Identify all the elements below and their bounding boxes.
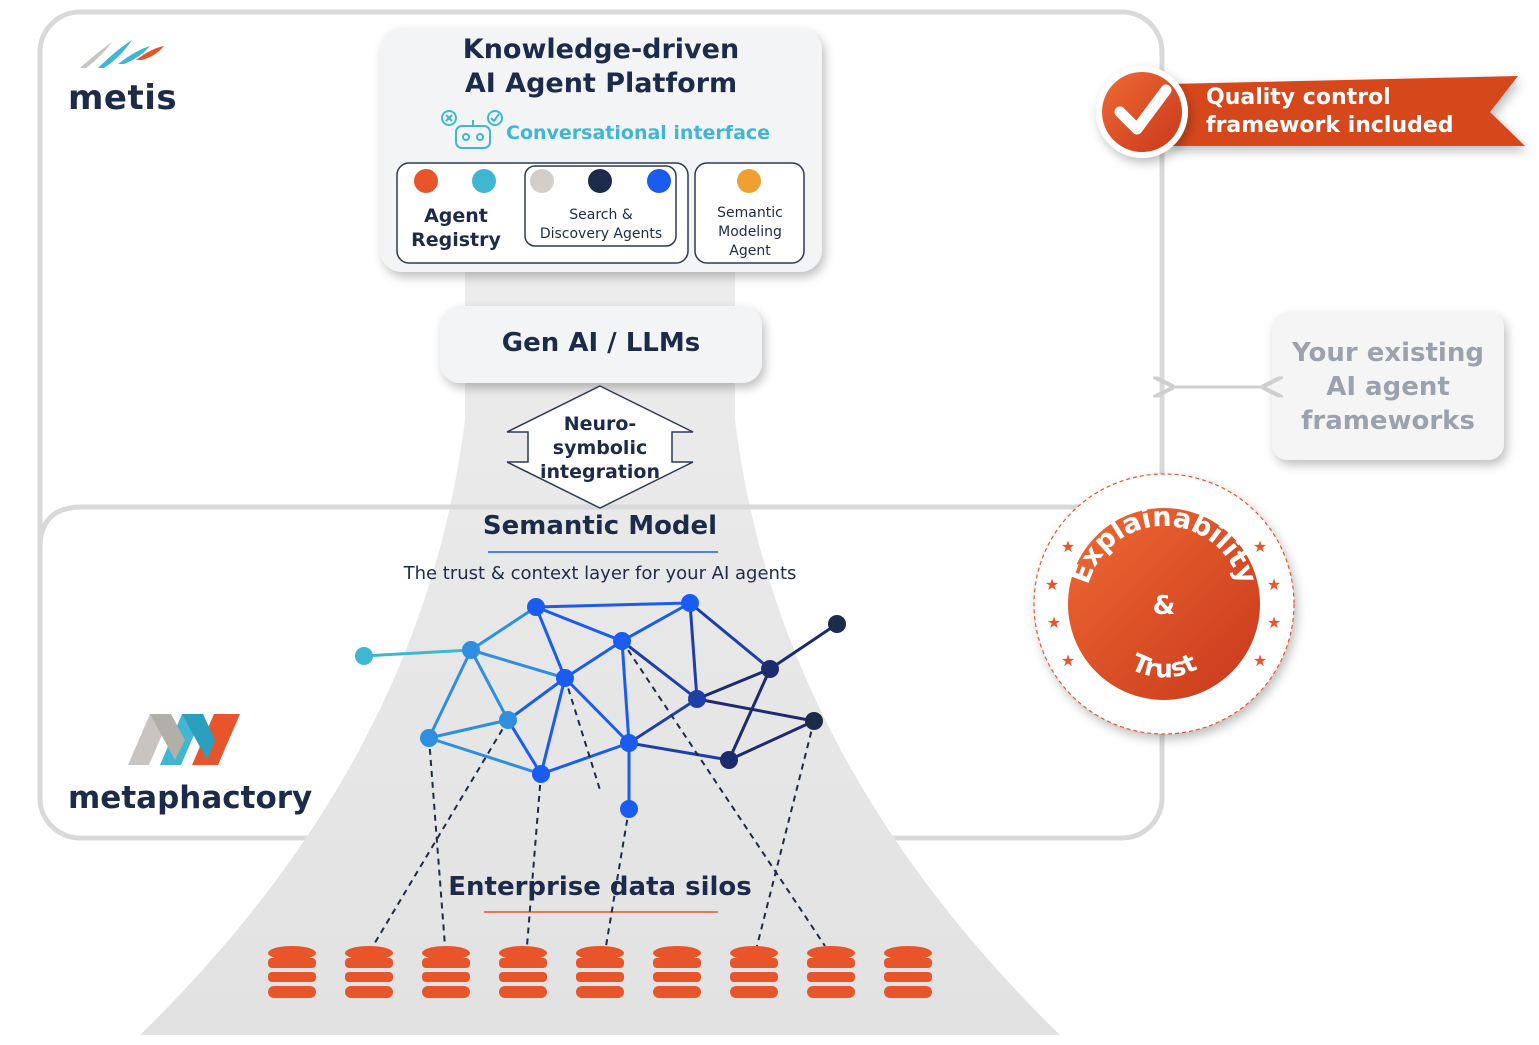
metis-brand: metis [68, 78, 178, 118]
dashed-links [372, 640, 826, 947]
semantic-line3: Agent [729, 243, 771, 259]
platform-title-line2: AI Agent Platform [464, 68, 738, 99]
svg-text:★: ★ [1253, 651, 1267, 670]
quality-ribbon [1096, 66, 1525, 158]
explainability-badge: ★ ★ ★ ★ ★ ★ ★ ★ [1033, 473, 1295, 735]
genai-label: Gen AI / LLMs [501, 328, 701, 358]
svg-text:★: ★ [1267, 613, 1281, 632]
search-line2: Discovery Agents [539, 226, 663, 242]
graph-nodes [355, 594, 846, 818]
existing-line2: AI agent [1326, 372, 1450, 402]
robot-icon [441, 110, 503, 149]
badge-top-text: Explainability [1065, 502, 1263, 588]
metaphactory-logo-icon [128, 714, 240, 765]
quality-line2: framework included [1206, 113, 1454, 138]
neuro-arrow [506, 385, 694, 509]
badge-middle-text: & [1153, 591, 1176, 621]
existing-line1: Your existing [1292, 338, 1484, 368]
existing-line3: frameworks [1301, 406, 1475, 436]
search-discovery-box [524, 165, 677, 247]
badge-bottom-text: Trust [1127, 648, 1200, 684]
genai-box [440, 306, 762, 383]
search-discovery-label: Search & Discovery Agents [527, 206, 675, 244]
svg-text:★: ★ [1047, 613, 1061, 632]
semantic-modeling-box [694, 162, 805, 264]
existing-frameworks-box [1272, 312, 1504, 460]
metaphactory-brand: metaphactory [68, 780, 313, 816]
svg-text:★: ★ [1267, 575, 1281, 594]
semantic-model-subtitle: The trust & context layer for your AI ag… [403, 563, 797, 584]
existing-frameworks-label: Your existing AI agent frameworks [1272, 336, 1504, 438]
neuro-line3: integration [540, 461, 660, 483]
semantic-modeling-label: Semantic Modeling Agent [696, 204, 804, 261]
svg-text:★: ★ [1061, 537, 1075, 556]
metaphactory-frame [37, 504, 1162, 549]
neuro-line1: Neuro- [563, 413, 637, 435]
agent-registry-line2: Registry [411, 229, 501, 251]
database-icons [268, 946, 932, 998]
enterprise-silos-label: Enterprise data silos [448, 872, 752, 902]
quality-line1: Quality control [1206, 85, 1391, 110]
svg-text:★: ★ [1061, 651, 1075, 670]
platform-title-line1: Knowledge-driven [462, 34, 740, 65]
light-beam [140, 270, 1060, 1035]
agent-registry-line1: Agent [424, 205, 488, 227]
semantic-line2: Modeling [718, 224, 782, 240]
semantic-line1: Semantic [717, 205, 783, 221]
check-icon [1114, 84, 1172, 135]
search-line1: Search & [569, 207, 633, 223]
neuro-label: Neuro- symbolic integration [520, 412, 680, 484]
platform-title: Knowledge-driven AI Agent Platform [380, 33, 822, 101]
agent-registry-label: Agent Registry [398, 204, 514, 252]
neuro-line2: symbolic [552, 437, 648, 459]
svg-text:★: ★ [1253, 537, 1267, 556]
quality-control-label: Quality control framework included [1206, 84, 1454, 140]
conversational-interface-label: Conversational interface [506, 122, 771, 144]
semantic-model-title: Semantic Model [482, 511, 718, 541]
metis-logo-icon [80, 40, 164, 68]
graph-edges [363, 601, 838, 809]
svg-text:★: ★ [1045, 575, 1059, 594]
